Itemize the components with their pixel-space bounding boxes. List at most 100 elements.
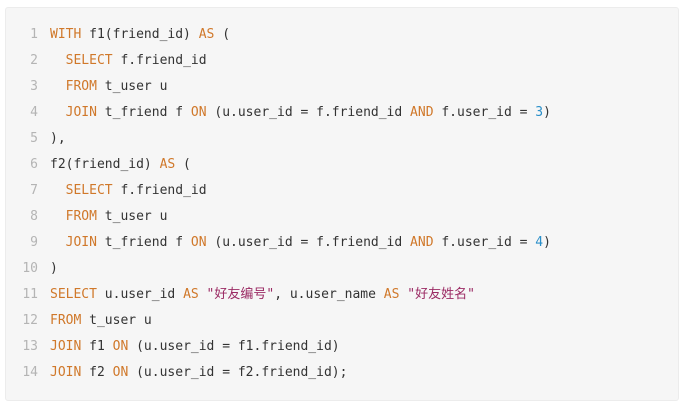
- code-text: f2(friend_id): [50, 157, 160, 172]
- code-text: f.friend_id: [112, 183, 207, 198]
- sql-keyword: SELECT: [50, 287, 97, 302]
- code-text: t_user u: [81, 313, 152, 328]
- code-text: ): [50, 261, 58, 276]
- sql-keyword: AND: [410, 105, 434, 120]
- code-text: f1: [81, 339, 113, 354]
- sql-string: "好友编号": [206, 287, 275, 302]
- code-text: [50, 79, 66, 94]
- line-number: 11: [22, 287, 38, 302]
- sql-keyword: JOIN: [50, 365, 82, 380]
- code-line: 11 SELECT u.user_id AS "好友编号", u.user_nam…: [6, 282, 678, 308]
- code-text: (: [175, 157, 191, 172]
- code-line: 14 JOIN f2 ON (u.user_id = f2.friend_id);: [6, 360, 678, 386]
- line-code: JOIN t_friend f ON (u.user_id = f.friend…: [50, 230, 551, 256]
- code-text: [50, 235, 66, 250]
- sql-keyword: AS: [198, 27, 215, 42]
- sql-keyword: ON: [190, 105, 207, 120]
- line-number: 12: [22, 313, 38, 328]
- sql-keyword: AND: [410, 235, 434, 250]
- code-line: 12 FROM t_user u: [6, 308, 678, 334]
- code-text: t_user u: [96, 79, 168, 94]
- sql-keyword: AS: [183, 287, 199, 302]
- line-code: SELECT f.friend_id: [50, 178, 207, 204]
- code-text: (u.user_id = f1.friend_id): [128, 339, 340, 354]
- code-text: [50, 53, 66, 68]
- code-line: 8 FROM t_user u: [6, 204, 678, 230]
- line-code: JOIN f1 ON (u.user_id = f1.friend_id): [50, 334, 340, 360]
- line-code: FROM t_user u: [50, 204, 168, 230]
- line-code: SELECT f.friend_id: [50, 48, 207, 74]
- sql-keyword: FROM: [65, 79, 97, 94]
- code-text: f.user_id =: [433, 235, 536, 250]
- line-number: 8: [30, 209, 38, 224]
- code-line: 6 f2(friend_id) AS (: [6, 152, 678, 178]
- code-line: 1 WITH f1(friend_id) AS (: [6, 22, 678, 48]
- code-text: f.user_id =: [433, 105, 536, 120]
- code-text: ): [543, 235, 551, 250]
- code-line: 3 FROM t_user u: [6, 74, 678, 100]
- line-number: 3: [30, 79, 38, 94]
- line-code: ): [50, 256, 58, 282]
- sql-keyword: JOIN: [65, 235, 97, 250]
- code-text: t_user u: [96, 209, 168, 224]
- line-number: 1: [30, 27, 38, 42]
- code-text: (u.user_id = f2.friend_id);: [128, 365, 348, 380]
- sql-number: 3: [535, 105, 544, 120]
- sql-keyword: AS: [159, 157, 176, 172]
- line-number: 5: [30, 131, 38, 146]
- code-line: 7 SELECT f.friend_id: [6, 178, 678, 204]
- sql-keyword: ON: [112, 365, 129, 380]
- code-text: [50, 105, 66, 120]
- line-code: WITH f1(friend_id) AS (: [50, 22, 230, 48]
- code-text: ),: [50, 131, 66, 146]
- line-number: 10: [22, 261, 38, 276]
- sql-keyword: JOIN: [50, 339, 82, 354]
- code-text: f2: [81, 365, 113, 380]
- code-line: 9 JOIN t_friend f ON (u.user_id = f.frie…: [6, 230, 678, 256]
- code-line: 5),: [6, 126, 678, 152]
- sql-keyword: SELECT: [65, 53, 113, 68]
- line-number: 4: [30, 105, 38, 120]
- sql-keyword: ON: [112, 339, 129, 354]
- code-text: , u.user_name: [274, 287, 384, 302]
- line-code: ),: [50, 126, 66, 152]
- code-line: 10): [6, 256, 678, 282]
- code-line: 13 JOIN f1 ON (u.user_id = f1.friend_id): [6, 334, 678, 360]
- line-number: 7: [30, 183, 38, 198]
- sql-keyword: ON: [190, 235, 207, 250]
- sql-number: 4: [535, 235, 544, 250]
- code-text: [50, 183, 66, 198]
- line-code: FROM t_user u: [50, 308, 152, 334]
- code-text: (: [214, 27, 231, 42]
- line-number: 2: [30, 53, 38, 68]
- sql-keyword: WITH: [50, 27, 82, 42]
- line-code: JOIN f2 ON (u.user_id = f2.friend_id);: [50, 360, 347, 386]
- code-text: ): [543, 105, 551, 120]
- code-text: [50, 209, 66, 224]
- code-text: f1(friend_id): [81, 27, 199, 42]
- sql-keyword: AS: [383, 287, 400, 302]
- sql-keyword: SELECT: [65, 183, 113, 198]
- code-text: (u.user_id = f.friend_id: [206, 235, 411, 250]
- code-text: f.friend_id: [112, 53, 207, 68]
- line-code: SELECT u.user_id AS "好友编号", u.user_name …: [50, 282, 475, 308]
- code-text: [199, 287, 207, 302]
- sql-keyword: FROM: [65, 209, 97, 224]
- line-number: 9: [30, 235, 38, 250]
- sql-string: "好友姓名": [407, 287, 475, 302]
- code-text: u.user_id: [96, 287, 184, 302]
- code-text: t_friend f: [96, 105, 191, 120]
- line-code: FROM t_user u: [50, 74, 168, 100]
- line-number: 13: [22, 339, 38, 354]
- line-number: 6: [30, 157, 38, 172]
- line-code: JOIN t_friend f ON (u.user_id = f.friend…: [50, 100, 551, 126]
- line-code: f2(friend_id) AS (: [50, 152, 191, 178]
- sql-keyword: FROM: [50, 313, 82, 328]
- sql-keyword: JOIN: [65, 105, 97, 120]
- code-line: 2 SELECT f.friend_id: [6, 48, 678, 74]
- line-number: 14: [22, 365, 38, 380]
- code-text: (u.user_id = f.friend_id: [206, 105, 411, 120]
- code-line: 4 JOIN t_friend f ON (u.user_id = f.frie…: [6, 100, 678, 126]
